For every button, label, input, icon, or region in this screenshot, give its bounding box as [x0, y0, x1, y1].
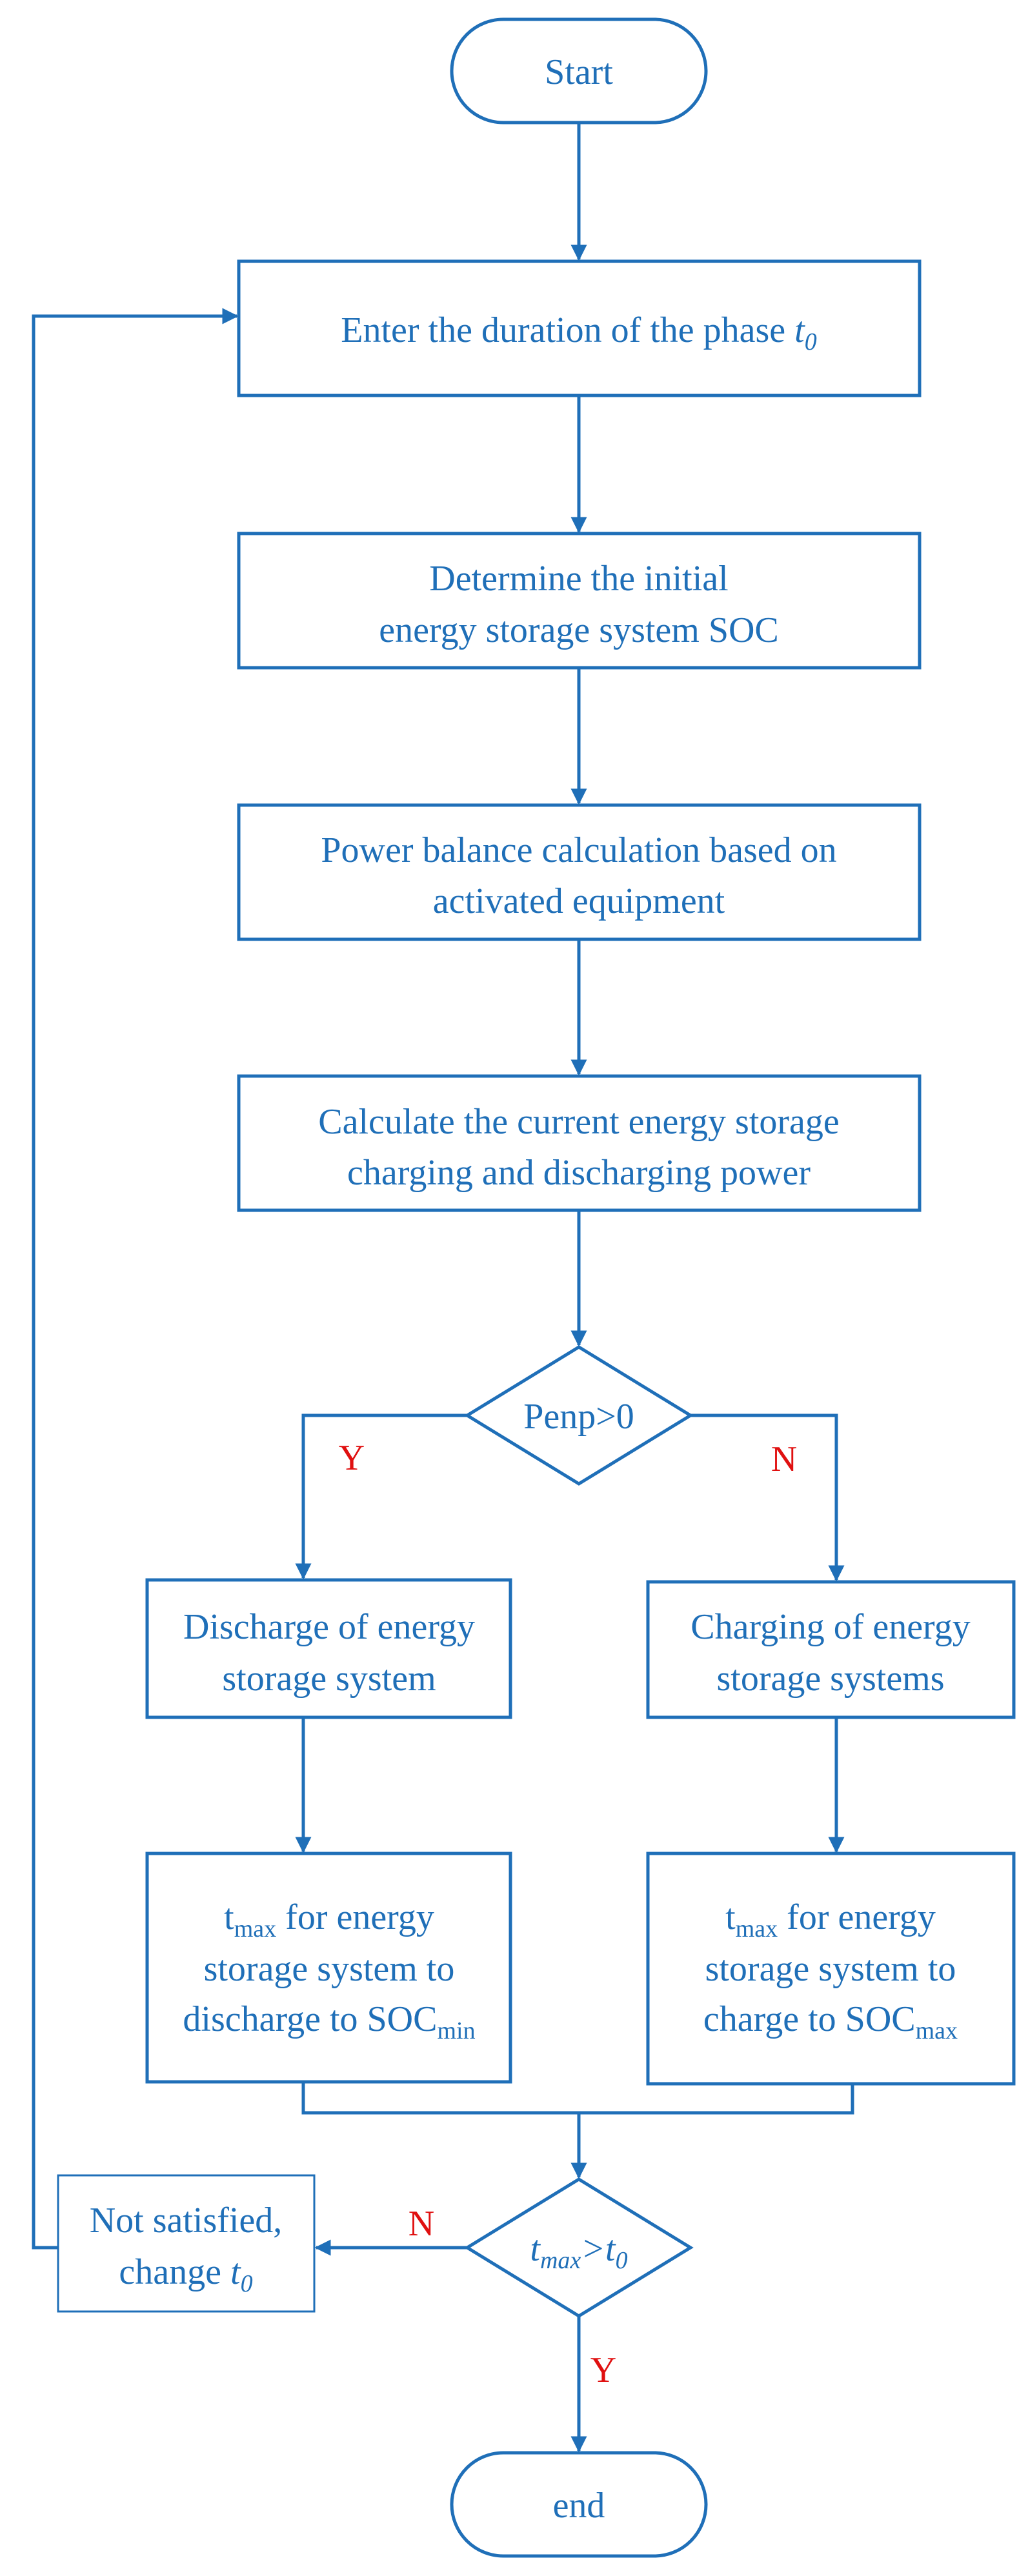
- arrow-penp-no: [690, 1413, 845, 1582]
- discharge-box: [145, 1578, 512, 1719]
- not-satisfied-change: change: [119, 2252, 221, 2292]
- start-label: Start: [545, 52, 613, 92]
- tmax-yes-label: Y: [590, 2350, 616, 2390]
- tmax-decision-op: >: [581, 2229, 605, 2269]
- penp-decision: [464, 1345, 694, 1486]
- penp-decision-label: Penp>0: [523, 1397, 634, 1437]
- charging-box: [646, 1580, 1016, 1719]
- tmax-discharge-line3-text: discharge to SOC: [183, 1999, 437, 2039]
- tmax-decision-t1: t: [530, 2229, 541, 2269]
- power-balance-line1: Power balance calculation based on: [321, 830, 836, 870]
- tmax-no-label: N: [408, 2204, 434, 2244]
- calc-power-line1: Calculate the current energy storage: [318, 1102, 840, 1142]
- tmax-decision-label: tmax>t0: [530, 2229, 627, 2274]
- merge-line: [301, 2082, 854, 2115]
- calc-power-line2: charging and discharging power: [347, 1153, 811, 1193]
- not-satisfied-line2: change t0: [119, 2252, 252, 2297]
- tmax-discharge-line3: discharge to SOCmin: [183, 1999, 475, 2044]
- determine-soc-line2: energy storage system SOC: [379, 610, 779, 650]
- tmax-decision-sub2: 0: [616, 2247, 628, 2274]
- tmax-discharge-line2: storage system to: [204, 1949, 455, 1989]
- discharge-line2: storage system: [222, 1659, 436, 1699]
- tmax-charge-box: [646, 1852, 1016, 2086]
- charging-line2: storage systems: [716, 1659, 944, 1699]
- tmax-charge-line2: storage system to: [705, 1949, 956, 1989]
- end-terminal: [450, 2451, 708, 2558]
- tmax-charge-sub-max2: max: [916, 2017, 958, 2044]
- loop-back-arrow: [32, 308, 239, 2250]
- tmax-charge-sub-max: max: [736, 1915, 778, 1942]
- tmax-charge-t: t: [725, 1897, 736, 1937]
- end-label: end: [553, 2486, 605, 2526]
- power-balance-line2: activated equipment: [433, 881, 725, 921]
- tmax-discharge-sub-max: max: [234, 1915, 276, 1942]
- enter-duration-var: t: [794, 310, 805, 350]
- tmax-discharge-line1: tmax for energy: [224, 1897, 434, 1942]
- enter-duration-label: Enter the duration of the phase t0: [341, 310, 816, 355]
- penp-no-label: N: [771, 1439, 797, 1479]
- not-satisfied-var: t: [230, 2252, 241, 2292]
- enter-duration-sub: 0: [805, 328, 817, 355]
- tmax-discharge-t: t: [224, 1897, 234, 1937]
- tmax-charge-line3: charge to SOCmax: [703, 1999, 958, 2044]
- arrow-penp-yes: [295, 1413, 467, 1580]
- determine-soc-line1: Determine the initial: [429, 559, 728, 599]
- tmax-charge-line3-text: charge to SOC: [703, 1999, 916, 2039]
- charging-line1: Charging of energy: [690, 1607, 970, 1647]
- discharge-line1: Discharge of energy: [183, 1607, 475, 1647]
- enter-duration-text: Enter the duration of the phase: [341, 310, 785, 350]
- tmax-charge-line1: tmax for energy: [725, 1897, 936, 1942]
- tmax-discharge-box: [145, 1852, 512, 2084]
- tmax-decision-sub1: max: [540, 2247, 581, 2274]
- not-satisfied-box: [57, 2174, 316, 2313]
- penp-yes-label: Y: [339, 1438, 365, 1478]
- tmax-discharge-sub-min: min: [437, 2017, 475, 2044]
- not-satisfied-line1: Not satisfied,: [90, 2201, 283, 2241]
- tmax-charge-rest: for energy: [778, 1897, 936, 1937]
- not-satisfied-sub: 0: [241, 2270, 253, 2297]
- tmax-discharge-rest: for energy: [276, 1897, 434, 1937]
- tmax-decision-t2: t: [605, 2229, 616, 2269]
